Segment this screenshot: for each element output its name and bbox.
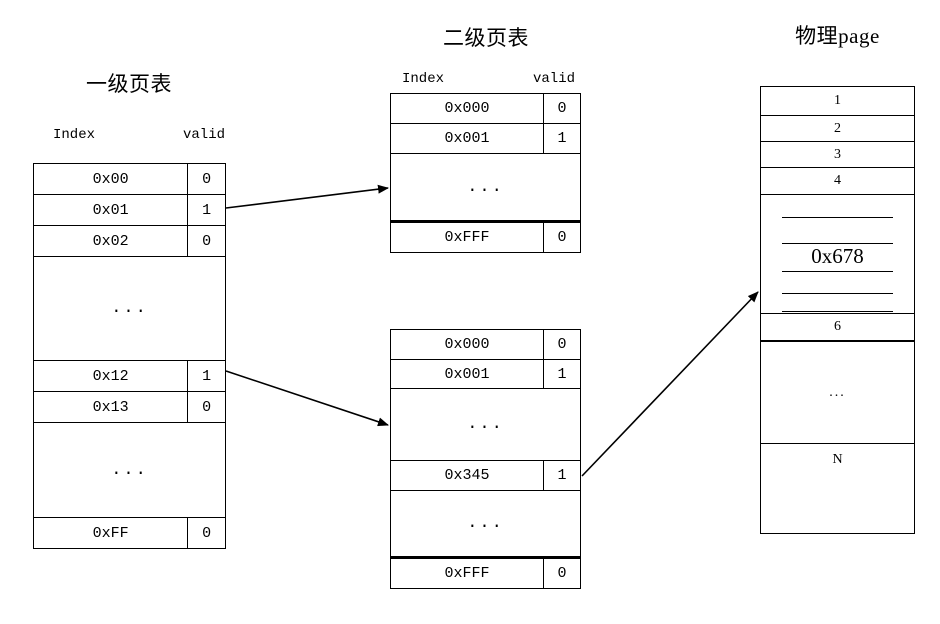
table-row: 0x02 0 xyxy=(34,226,225,257)
inner-rule-2 xyxy=(782,243,893,244)
physical-page-target-cell: 0x678 xyxy=(761,195,914,314)
physical-page-row: 1 xyxy=(761,87,914,116)
table-row: 0x00 0 xyxy=(34,164,225,195)
arrow-l2-0x345-to-physical xyxy=(581,291,759,477)
cell-valid: 0 xyxy=(202,170,212,188)
cell-index: 0xFF xyxy=(34,518,189,549)
cell-index: 0xFFF xyxy=(391,559,544,588)
cell-valid: 1 xyxy=(557,467,567,484)
table-row: 0x001 1 xyxy=(391,360,580,389)
inner-rule-1 xyxy=(782,217,893,218)
table-row-ellipsis: ... xyxy=(34,257,225,361)
cell-valid: 1 xyxy=(202,201,212,219)
cell-index: 0x000 xyxy=(391,330,544,359)
cell-index: 0x001 xyxy=(391,124,544,153)
table-row: 0x13 0 xyxy=(34,392,225,423)
cell-ellipsis: ... xyxy=(467,514,504,533)
title-level2-page-table: 二级页表 xyxy=(443,26,529,50)
table-row: 0xFF 0 xyxy=(34,518,225,549)
level2-valid-header: valid xyxy=(533,71,576,87)
inner-rule-group: 0x678 xyxy=(761,195,914,313)
cell-valid: 0 xyxy=(557,229,567,246)
physical-page-highlight-value: 0x678 xyxy=(811,244,864,268)
cell-index: 0x12 xyxy=(34,361,189,391)
cell-valid: 0 xyxy=(202,525,212,542)
title-physical-page: 物理page xyxy=(795,24,880,48)
cell-ellipsis: ... xyxy=(111,460,148,480)
cell-valid: 0 xyxy=(557,336,567,353)
level1-index-header: Index xyxy=(53,127,96,143)
table-row: 0x000 0 xyxy=(391,330,580,360)
cell-index: 0x001 xyxy=(391,360,544,388)
cell-valid: 1 xyxy=(557,130,567,147)
physical-page-row: 6 xyxy=(761,314,914,342)
cell-ellipsis: ... xyxy=(467,415,504,434)
cell-index: 0x13 xyxy=(34,392,189,422)
table-row: 0xFFF 0 xyxy=(391,557,580,588)
level2-page-table-top: 0x000 0 0x001 1 ... 0xFFF 0 xyxy=(390,93,581,253)
level2-index-header: Index xyxy=(402,71,445,87)
cell-index: 0x00 xyxy=(34,164,189,194)
table-row: 0x345 1 xyxy=(391,461,580,491)
physical-page-row: 2 xyxy=(761,116,914,142)
cell-valid: 0 xyxy=(202,232,212,250)
physical-page-row-ellipsis: ... xyxy=(761,342,914,444)
inner-rule-3 xyxy=(782,271,893,272)
table-row-ellipsis: ... xyxy=(34,423,225,518)
cell-index: 0x02 xyxy=(34,226,189,256)
cell-valid: 0 xyxy=(557,100,567,117)
physical-page-row: N xyxy=(832,451,843,467)
title-level1-page-table: 一级页表 xyxy=(86,72,172,96)
table-row: 0x001 1 xyxy=(391,124,580,154)
arrow-l1-0x12-to-l2-bottom xyxy=(225,370,389,427)
cell-valid: 1 xyxy=(202,367,212,385)
level2-page-table-bottom: 0x000 0 0x001 1 ... 0x345 1 ... 0xFFF 0 xyxy=(390,329,581,589)
table-row-ellipsis: ... xyxy=(391,154,580,221)
cell-index: 0xFFF xyxy=(391,223,544,252)
cell-index: 0x01 xyxy=(34,195,189,225)
table-row: 0x12 1 xyxy=(34,361,225,392)
physical-page-row: 3 xyxy=(761,142,914,168)
inner-rule-5 xyxy=(782,311,893,312)
cell-index: 0x000 xyxy=(391,94,544,123)
level1-page-table: 0x00 0 0x01 1 0x02 0 ... 0x12 1 0x13 0 .… xyxy=(33,163,226,549)
table-row: 0x000 0 xyxy=(391,94,580,124)
cell-valid: 0 xyxy=(202,398,212,416)
table-row: 0x01 1 xyxy=(34,195,225,226)
cell-valid: 1 xyxy=(557,365,567,383)
cell-ellipsis: ... xyxy=(467,177,504,197)
level1-valid-header: valid xyxy=(183,127,226,143)
arrow-l1-0x01-to-l2-top xyxy=(225,184,389,209)
table-row-ellipsis: ... xyxy=(391,491,580,557)
table-row: 0xFFF 0 xyxy=(391,221,580,252)
table-row-ellipsis: ... xyxy=(391,389,580,461)
physical-page-row: 4 xyxy=(761,168,914,195)
physical-page-table: 1 2 3 4 0x678 6 ... N xyxy=(760,86,915,534)
cell-index: 0x345 xyxy=(391,461,544,490)
cell-valid: 0 xyxy=(557,565,567,582)
inner-rule-4 xyxy=(782,293,893,294)
cell-ellipsis: ... xyxy=(111,299,148,318)
